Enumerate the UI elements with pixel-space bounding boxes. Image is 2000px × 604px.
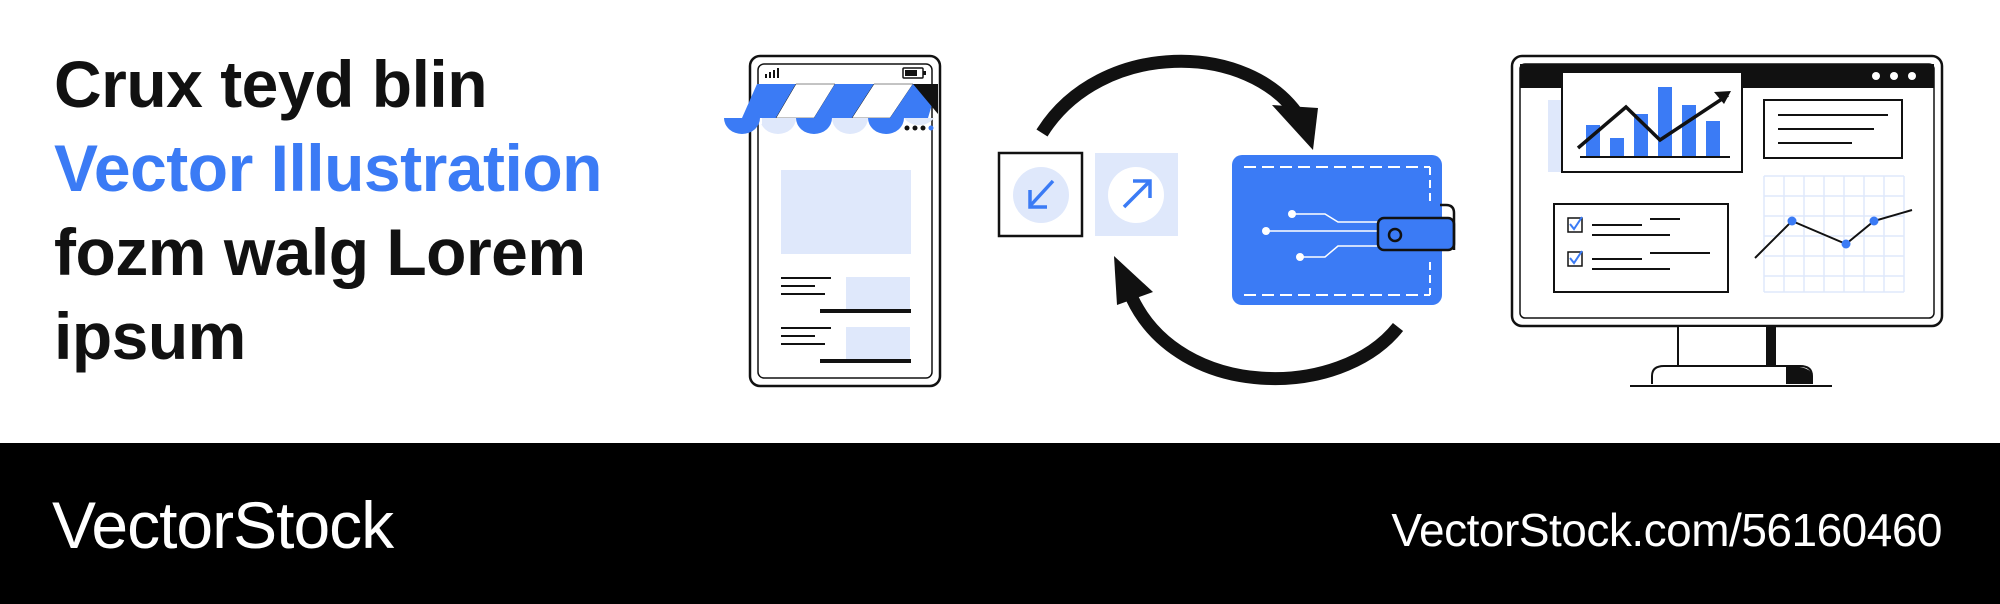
headline-line-2: Vector Illustration bbox=[54, 131, 602, 205]
outbound-arrow-icon bbox=[1095, 153, 1178, 236]
headline-line-1: Crux teyd blin bbox=[54, 47, 488, 121]
inbound-arrow-icon bbox=[997, 151, 1084, 238]
illustration-art bbox=[724, 54, 1944, 388]
analytics-monitor-icon bbox=[1510, 54, 1944, 387]
footer-bar: VectorStock VectorStock.com/56160460 bbox=[0, 443, 2000, 604]
headline-line-3: fozm walg Lorem bbox=[54, 215, 586, 289]
sync-arrows-icon bbox=[1036, 54, 1404, 386]
brand-logo: VectorStock bbox=[52, 488, 394, 562]
illustration-area: Crux teyd blin Vector Illustration fozm … bbox=[54, 42, 1944, 388]
headline: Crux teyd blin Vector Illustration fozm … bbox=[54, 42, 602, 378]
headline-line-4: ipsum bbox=[54, 299, 246, 373]
image-url: VectorStock.com/56160460 bbox=[1391, 504, 1942, 556]
digital-wallet-icon bbox=[1232, 155, 1456, 305]
mobile-shop-icon bbox=[724, 54, 942, 388]
